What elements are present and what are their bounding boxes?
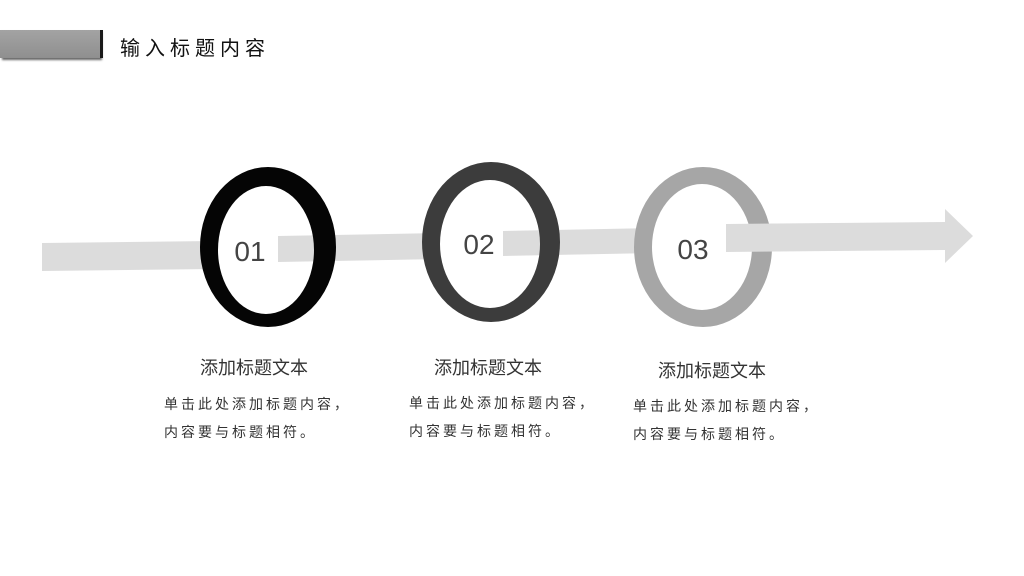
- step-number-3: 03: [677, 234, 708, 265]
- step-number-1: 01: [234, 236, 265, 267]
- step-desc-2: 单击此处添加标题内容， 内容要与标题相符。: [409, 390, 596, 446]
- step-desc-3-line-2: 内容要与标题相符。: [633, 427, 786, 443]
- header-accent-bar: [0, 30, 103, 58]
- step-title-3: 添加标题文本: [658, 361, 766, 382]
- arrow-segment-3: [503, 228, 652, 256]
- step-desc-1: 单击此处添加标题内容， 内容要与标题相符。: [164, 391, 351, 447]
- step-number-2: 02: [463, 229, 494, 260]
- ring-1: [200, 167, 336, 327]
- step-desc-1-line-1: 单击此处添加标题内容，: [164, 397, 351, 413]
- step-desc-3: 单击此处添加标题内容， 内容要与标题相符。: [633, 393, 820, 449]
- step-desc-2-line-2: 内容要与标题相符。: [409, 424, 562, 440]
- arrow-segment-1: [42, 241, 214, 271]
- page-title: 输入标题内容: [120, 36, 270, 60]
- step-desc-3-line-1: 单击此处添加标题内容，: [633, 399, 820, 415]
- step-title-1: 添加标题文本: [200, 358, 308, 379]
- step-desc-2-line-1: 单击此处添加标题内容，: [409, 396, 596, 412]
- step-desc-1-line-2: 内容要与标题相符。: [164, 425, 317, 441]
- step-title-2: 添加标题文本: [434, 358, 542, 379]
- arrow-head: [726, 209, 973, 263]
- arrow-segment-2: [278, 233, 440, 262]
